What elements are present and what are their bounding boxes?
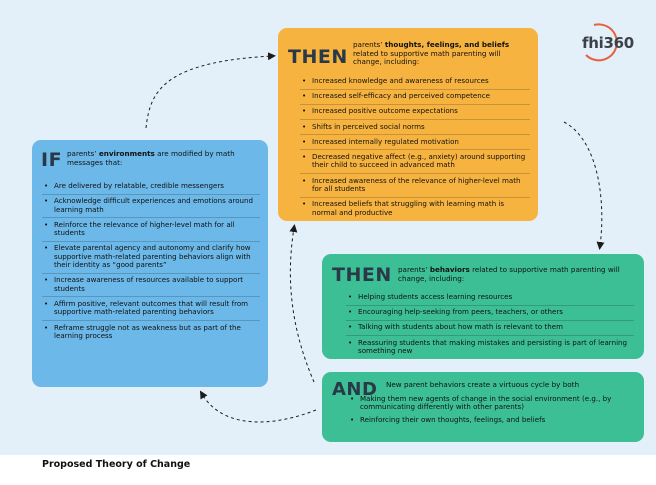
then-behaviors-intro-pre: parents’	[398, 265, 430, 274]
list-item: Reassuring students that making mistakes…	[346, 338, 634, 359]
if-intro-post: are modified by math messages that:	[67, 149, 235, 167]
diagram-canvas: fhi360 IF parents’ environments are modi…	[0, 0, 656, 455]
list-item: Reinforce the relevance of higher-level …	[42, 220, 260, 242]
list-item: Increased internally regulated motivatio…	[300, 137, 530, 151]
if-intro-pre: parents’	[67, 149, 99, 158]
list-item: Increased awareness of the relevance of …	[300, 176, 530, 198]
then-behaviors-box: THEN parents’ behaviors related to suppo…	[322, 254, 644, 359]
then-behaviors-keyword: THEN	[332, 264, 392, 286]
then-thoughts-intro-bold: thoughts, feelings, and beliefs	[384, 40, 510, 49]
then-thoughts-box: THEN parents’ thoughts, feelings, and be…	[278, 28, 538, 221]
cycle-arrows	[145, 52, 605, 423]
if-intro: parents’ environments are modified by ma…	[67, 149, 259, 167]
and-intro: New parent behaviors create a virtuous c…	[386, 380, 580, 389]
list-item: Increased beliefs that struggling with l…	[300, 199, 530, 220]
then-thoughts-keyword: THEN	[288, 46, 348, 68]
and-box: AND New parent behaviors create a virtuo…	[322, 372, 644, 442]
if-intro-bold: environments	[98, 149, 155, 158]
list-item: Increased positive outcome expectations	[300, 107, 530, 120]
then-thoughts-intro-post: related to supportive math parenting wil…	[353, 48, 501, 66]
if-items: Are delivered by relatable, credible mes…	[42, 181, 260, 346]
then-thoughts-intro: parents’ thoughts, feelings, and beliefs…	[353, 40, 531, 67]
arrow-and-to-thoughts	[289, 224, 315, 383]
then-behaviors-intro: parents’ behaviors related to supportive…	[398, 265, 638, 283]
logo-text: fhi360	[582, 34, 634, 52]
list-item: Are delivered by relatable, credible mes…	[42, 181, 260, 195]
list-item: Making them new agents of change in the …	[348, 394, 636, 412]
and-items: Making them new agents of change in the …	[348, 394, 636, 428]
list-item: Elevate parental agency and autonomy and…	[42, 244, 260, 274]
fhi360-logo: fhi360	[576, 22, 634, 62]
then-behaviors-items: Helping students access learning resourc…	[346, 292, 634, 361]
list-item: Talking with students about how math is …	[346, 323, 634, 336]
arrow-and-to-if	[199, 390, 317, 423]
list-item: Acknowledge difficult experiences and em…	[42, 196, 260, 219]
list-item: Shifts in perceived social norms	[300, 122, 530, 136]
then-behaviors-intro-post: related to supportive math parenting wil…	[398, 265, 620, 283]
list-item: Helping students access learning resourc…	[346, 292, 634, 306]
if-keyword: IF	[41, 149, 63, 171]
list-item: Decreased negative affect (e.g., anxiety…	[300, 152, 530, 174]
then-thoughts-intro-pre: parents’	[353, 40, 385, 49]
list-item: Affirm positive, relevant outcomes that …	[42, 299, 260, 321]
then-thoughts-items: Increased knowledge and awareness of res…	[300, 76, 530, 223]
list-item: Reframe struggle not as weakness but as …	[42, 323, 260, 344]
if-box: IF parents’ environments are modified by…	[32, 140, 268, 387]
figure-title: Proposed Theory of Change	[42, 459, 191, 470]
arrow-if-to-then	[145, 52, 276, 129]
list-item: Increased knowledge and awareness of res…	[300, 76, 530, 90]
list-item: Encouraging help-seeking from peers, tea…	[346, 308, 634, 321]
then-behaviors-intro-bold: behaviors	[429, 265, 470, 274]
arrow-thoughts-to-behaviors	[563, 121, 605, 250]
logo-ring-icon	[585, 23, 618, 62]
list-item: Increase awareness of resources availabl…	[42, 276, 260, 298]
list-item: Increased self-efficacy and perceived co…	[300, 92, 530, 105]
list-item: Reinforcing their own thoughts, feelings…	[348, 415, 636, 425]
